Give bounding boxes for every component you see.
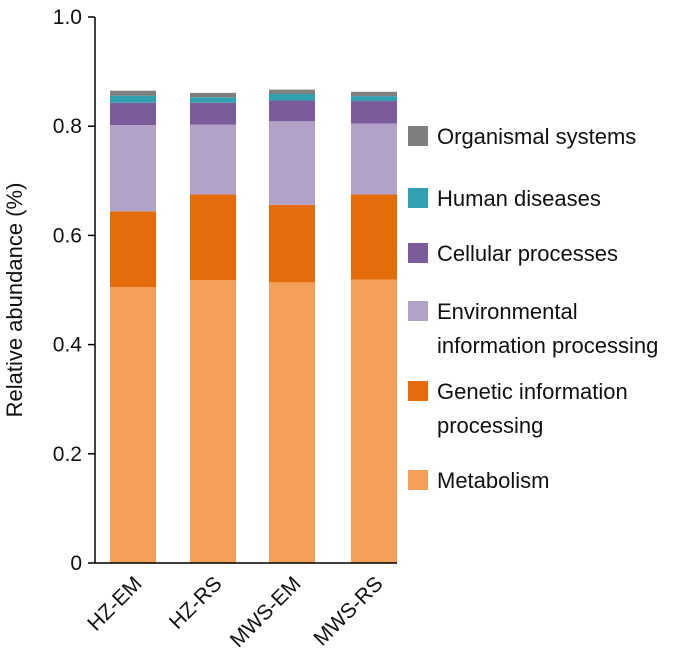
x-tick-label-mws-em: MWS-EM [226, 572, 306, 652]
legend-label: Human diseases [437, 186, 601, 211]
bar-segment-hz-rs-metabolism [190, 280, 236, 563]
x-tick-label-hz-em: HZ-EM [83, 572, 146, 635]
legend-item-genetic-information-processing: Genetic information processing [408, 379, 628, 438]
bar-segment-hz-rs-genetic-information-processing [190, 194, 236, 281]
legend-item-environmental-information-processing: Environmental information processing [408, 299, 658, 358]
bar-segment-mws-em-genetic-information-processing [269, 204, 315, 283]
bar-segment-mws-rs-organismal-systems [351, 91, 397, 97]
bar-segment-mws-rs-environmental-information-processing [351, 123, 397, 195]
y-tick-label: 0.2 [53, 443, 82, 466]
legend-label: information processing [437, 333, 658, 358]
y-tick-label: 0.8 [53, 115, 82, 138]
bar-segment-mws-rs-human-diseases [351, 96, 397, 102]
legend-label: Metabolism [437, 468, 549, 493]
legend-item-metabolism: Metabolism [408, 468, 549, 493]
bars-group [110, 89, 397, 563]
bar-segment-hz-em-human-diseases [110, 95, 156, 103]
y-tick-label: 0.6 [53, 224, 82, 247]
legend-item-organismal-systems: Organismal systems [408, 124, 636, 149]
bar-segment-hz-em-environmental-information-processing [110, 125, 156, 212]
bar-segment-hz-em-metabolism [110, 287, 156, 563]
legend-swatch [408, 301, 428, 321]
legend-swatch [408, 381, 428, 401]
legend-label: Cellular processes [437, 241, 618, 266]
bar-segment-mws-em-cellular-processes [269, 100, 315, 122]
legend-swatch [408, 126, 428, 146]
x-tick-label-hz-rs: HZ-RS [165, 572, 227, 634]
bar-segment-mws-rs-cellular-processes [351, 101, 397, 124]
legend-swatch [408, 243, 428, 263]
legend-label: Environmental [437, 299, 578, 324]
bar-segment-mws-rs-genetic-information-processing [351, 194, 397, 280]
bar-segment-hz-rs-environmental-information-processing [190, 124, 236, 195]
x-tick-label-mws-rs: MWS-RS [309, 572, 387, 650]
y-tick-label: 0 [70, 552, 82, 575]
bar-segment-mws-em-organismal-systems [269, 89, 315, 94]
bar-segment-mws-em-environmental-information-processing [269, 121, 315, 205]
legend-label: processing [437, 413, 543, 438]
bar-segment-mws-em-human-diseases [269, 93, 315, 101]
bar-segment-hz-rs-organismal-systems [190, 92, 236, 98]
legend-label: Organismal systems [437, 124, 636, 149]
legend-item-cellular-processes: Cellular processes [408, 241, 618, 266]
y-tick-label: 1.0 [53, 6, 82, 29]
legend-swatch [408, 470, 428, 490]
bar-segment-hz-rs-human-diseases [190, 97, 236, 103]
legend-item-human-diseases: Human diseases [408, 186, 601, 211]
bar-segment-hz-rs-cellular-processes [190, 102, 236, 125]
bar-segment-hz-em-cellular-processes [110, 102, 156, 126]
bar-segment-hz-em-genetic-information-processing [110, 211, 156, 288]
bar-segment-hz-em-organismal-systems [110, 90, 156, 96]
y-axis-title: Relative abundance (%) [2, 183, 27, 418]
bar-segment-mws-em-metabolism [269, 282, 315, 563]
y-tick-label: 0.4 [53, 334, 83, 357]
legend-swatch [408, 188, 428, 208]
legend-label: Genetic information [437, 379, 628, 404]
bar-segment-mws-rs-metabolism [351, 279, 397, 563]
